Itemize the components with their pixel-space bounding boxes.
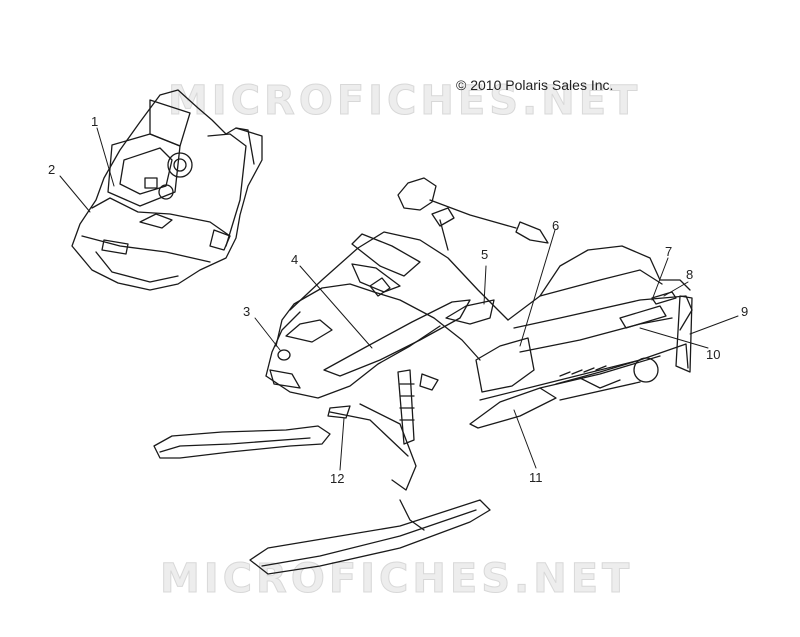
callout-7: 7 bbox=[665, 244, 673, 259]
hood-dash-inset bbox=[71, 89, 263, 291]
callout-9: 9 bbox=[741, 304, 749, 319]
callout-3: 3 bbox=[243, 304, 251, 319]
leader-lines bbox=[59, 127, 739, 471]
snowmobile-body bbox=[153, 177, 693, 575]
callout-5: 5 bbox=[481, 247, 489, 262]
callout-12: 12 bbox=[330, 471, 345, 486]
callout-10: 10 bbox=[706, 347, 721, 362]
copyright-text: © 2010 Polaris Sales Inc. bbox=[456, 77, 614, 93]
watermark-bottom: MICROFICHES.NET bbox=[159, 556, 634, 603]
callout-4: 4 bbox=[291, 252, 299, 267]
callout-6: 6 bbox=[552, 218, 560, 233]
watermark-top: MICROFICHES.NET bbox=[167, 78, 642, 125]
callout-2: 2 bbox=[48, 162, 56, 177]
callout-11: 11 bbox=[529, 470, 543, 485]
callout-8: 8 bbox=[686, 267, 694, 282]
callout-1: 1 bbox=[91, 114, 99, 129]
